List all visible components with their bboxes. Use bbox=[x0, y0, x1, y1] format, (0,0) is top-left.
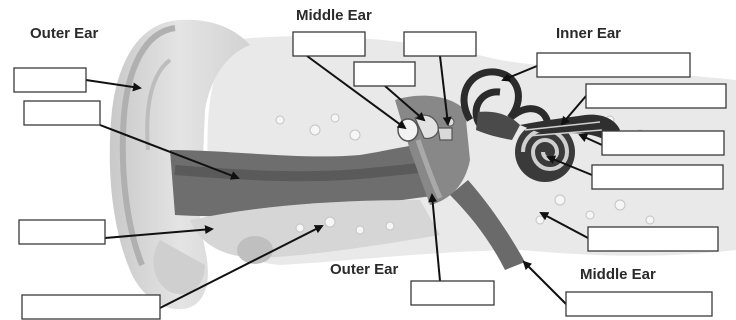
leader-eustachian-tube bbox=[524, 262, 566, 304]
label-middle-ear-bottom: Middle Ear bbox=[580, 266, 656, 283]
answer-box-10[interactable] bbox=[586, 84, 726, 108]
answer-box-3[interactable] bbox=[19, 220, 105, 244]
answer-box-7[interactable] bbox=[404, 32, 476, 56]
label-inner-ear-top: Inner Ear bbox=[556, 25, 621, 42]
answer-box-6[interactable] bbox=[354, 62, 415, 86]
answer-box-5[interactable] bbox=[293, 32, 365, 56]
answer-box-8[interactable] bbox=[411, 281, 494, 305]
answer-box-1[interactable] bbox=[14, 68, 86, 92]
label-outer-ear-bottom: Outer Ear bbox=[330, 261, 399, 278]
label-outer-ear-top: Outer Ear bbox=[30, 25, 99, 42]
answer-box-14[interactable] bbox=[566, 292, 712, 316]
answer-box-11[interactable] bbox=[602, 131, 724, 155]
answer-box-9[interactable] bbox=[537, 53, 690, 77]
label-middle-ear-top: Middle Ear bbox=[296, 7, 372, 24]
answer-box-12[interactable] bbox=[592, 165, 723, 189]
answer-box-13[interactable] bbox=[588, 227, 718, 251]
answer-box-4[interactable] bbox=[22, 295, 160, 319]
answer-box-2[interactable] bbox=[24, 101, 100, 125]
